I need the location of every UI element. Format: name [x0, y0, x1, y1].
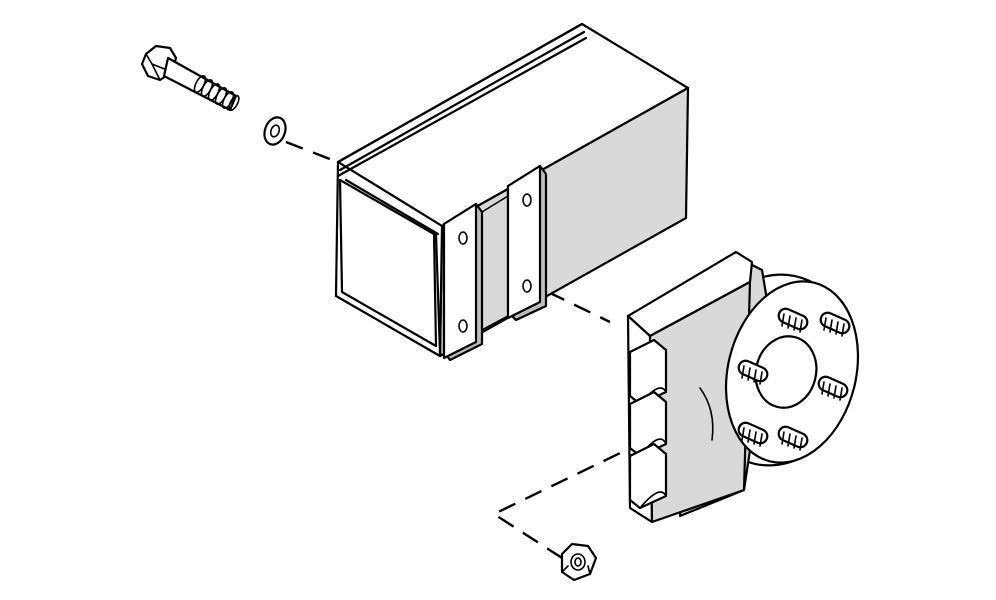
mounting-bracket	[442, 164, 548, 362]
wheel-hub	[626, 250, 860, 524]
hex-bolt	[140, 44, 240, 112]
stud	[737, 421, 769, 447]
stud	[777, 307, 809, 333]
bolt-threads	[193, 75, 240, 112]
stud	[737, 359, 769, 385]
hex-nut	[560, 542, 598, 582]
stud	[817, 375, 849, 401]
washer	[263, 116, 287, 146]
wheel-studs	[737, 307, 851, 451]
stud	[819, 311, 851, 337]
stud	[777, 425, 809, 451]
module-housing	[334, 22, 690, 358]
bracket-slots	[628, 338, 668, 510]
